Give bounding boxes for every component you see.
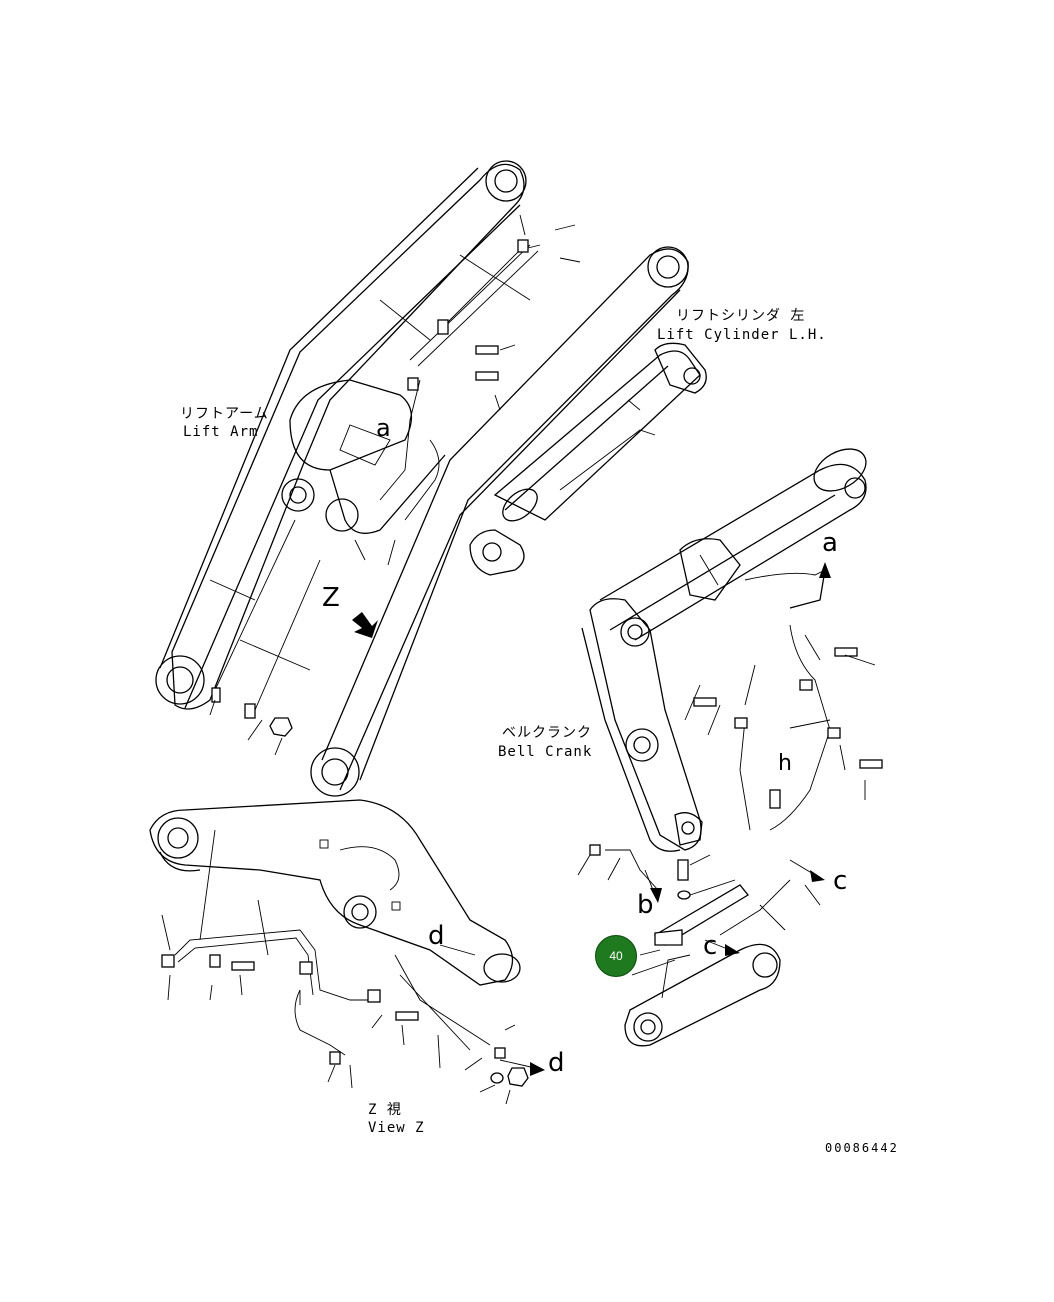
marker-h: h <box>778 751 792 776</box>
bell-crank-label-jp: ベルクランク <box>502 725 592 741</box>
marker-d-lower: d <box>548 1048 565 1078</box>
marker-c-lower: c <box>703 931 718 961</box>
part-callout-40[interactable]: 40 <box>595 935 637 977</box>
view-z-label-en: View Z <box>368 1120 425 1136</box>
lift-cylinder-label-jp: リフトシリンダ 左 <box>676 308 806 324</box>
marker-c-right: c <box>833 866 848 896</box>
bell-crank-drawing <box>577 448 883 1047</box>
view-z-label-jp: Z 視 <box>368 1102 402 1118</box>
view-z-arrow <box>352 612 378 638</box>
marker-a-upper: a <box>376 414 391 442</box>
lift-arm-drawing <box>155 160 689 797</box>
lift-cylinder-drawing <box>469 342 707 576</box>
marker-b: b <box>637 890 654 920</box>
drawing-number: 00086442 <box>825 1141 899 1155</box>
lift-cylinder-label-en: Lift Cylinder L.H. <box>657 327 827 343</box>
marker-d-upper: d <box>428 921 445 951</box>
lift-arm-label-jp: リフトアーム <box>180 406 269 422</box>
bell-crank-label-en: Bell Crank <box>498 744 593 760</box>
marker-z: Z <box>322 583 340 613</box>
lift-arm-label-en: Lift Arm <box>183 424 259 440</box>
marker-a-lower: a <box>822 528 838 558</box>
view-z-drawing <box>149 799 545 1105</box>
